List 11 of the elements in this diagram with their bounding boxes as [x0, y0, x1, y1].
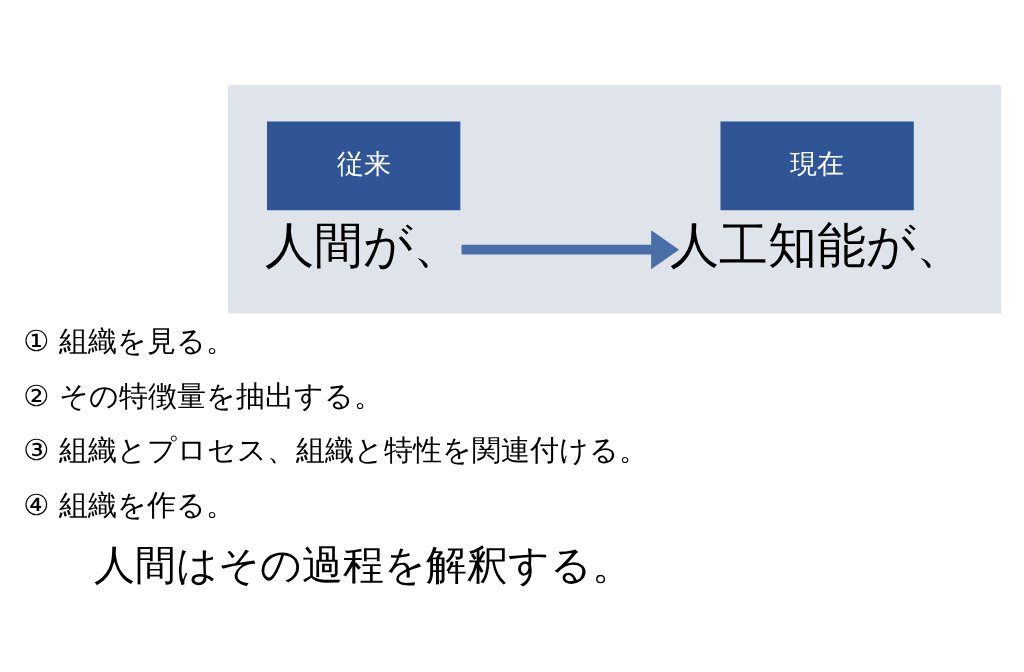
label: 人間はその過程を解釈する。 — [94, 541, 634, 590]
node-text: 人工知能が、 — [669, 216, 965, 273]
node-box: 従来 — [267, 121, 461, 211]
label: ③ 組織とプロセス、組織と特性を関連付ける。 — [23, 433, 648, 468]
cluster — [228, 85, 1002, 314]
node-text: 人間が、 — [265, 216, 463, 273]
node-box: 現在 — [720, 121, 914, 211]
arrow — [461, 230, 680, 270]
label: ④ 組織を作る。 — [23, 487, 235, 522]
label: ② その特徴量を抽出する。 — [23, 378, 383, 413]
label: ① 組織を見る。 — [23, 323, 235, 358]
